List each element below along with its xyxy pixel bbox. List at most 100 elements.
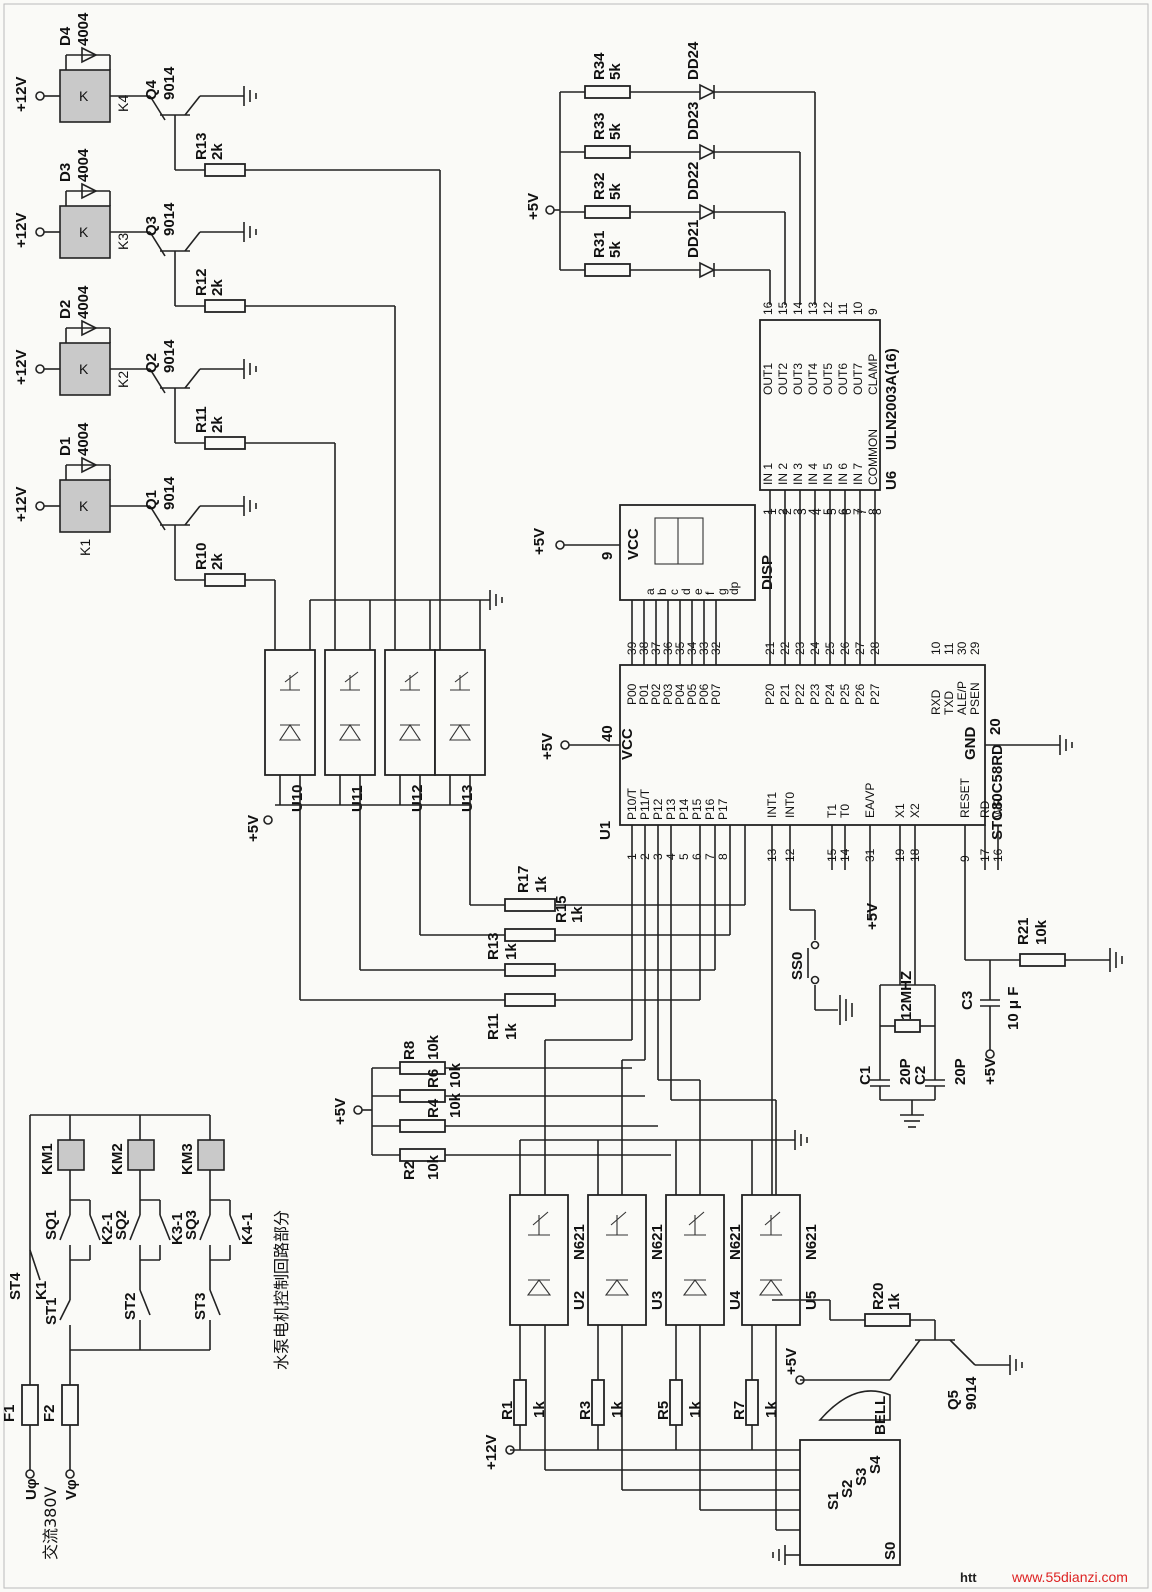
uln-input-pin: 7 (851, 508, 865, 515)
mcu-mid-pin: 18 (908, 848, 922, 862)
uln-output-label: OUT4 (806, 363, 820, 395)
opto-r-val: 1k (687, 1401, 704, 1418)
resistor-val: 5k (607, 241, 624, 258)
supply-label: +12V (13, 213, 30, 248)
crystal-freq: 12MHZ (898, 971, 915, 1020)
c2-val: 20P (952, 1058, 969, 1085)
mcu-p1-label: P14 (677, 798, 691, 820)
buzzer-r-ref: R20 (870, 1282, 887, 1310)
microcontroller: P0039P0138P0237P0336P0435P0534P0633P0732… (539, 490, 1073, 1100)
disp-segment-pin: 1 (765, 508, 779, 515)
disp-segment-label: dp (727, 581, 741, 595)
led-indicators: +5V R34 5k DD24 R33 5k DD23 R32 5k DD22 … (525, 41, 816, 305)
opto-ref: U12 (409, 784, 426, 812)
km-coil: KM1 (39, 1143, 56, 1175)
coil-ref: K2 (115, 371, 131, 388)
mcu-p1-label: P11/T (638, 788, 652, 820)
mcu-right-label: PSEN (968, 682, 982, 715)
disp-vcc: VCC (625, 528, 642, 560)
uln-output-pin: 14 (791, 301, 805, 315)
mcu-p2-label: P27 (868, 683, 882, 705)
diode-type: 4004 (75, 148, 92, 182)
motor-title: 水泵电机控制回路部分 (272, 1210, 291, 1370)
uln-input-label: IN 7 (851, 463, 865, 485)
resistor-ref: R11 (193, 406, 210, 433)
opto-supply: +5V (245, 815, 262, 842)
resistor-val: 1k (569, 906, 586, 923)
uln-output-pin: 12 (821, 301, 835, 315)
relay-stage-1: +12V K D1 4004 K1 Q1 9014 R10 2k (13, 422, 275, 587)
mcu-right-pin: 29 (968, 641, 982, 655)
c1-val: 20P (897, 1058, 914, 1085)
resistor-ref: R13 (193, 132, 210, 160)
mcu-mid-pin: 13 (765, 848, 779, 862)
output-optocouplers: U10 U11 U12 U13 +5V (245, 590, 503, 1000)
mcu-right-label: ALE/P (955, 681, 969, 715)
mcu-p1-label: P10/T (625, 787, 639, 820)
diode-type: 4004 (75, 12, 92, 46)
uln-output-pin: 11 (836, 302, 850, 315)
mcu-p2-label: P23 (808, 683, 822, 705)
relay-stage-2: +12V K D2 4004 K2 Q2 9014 R11 2k (13, 285, 335, 450)
opto-r-val: 1k (531, 1401, 548, 1418)
transistor-ref: Q1 (143, 490, 160, 510)
mcu-p1-pin: 6 (690, 853, 704, 860)
resistor-ref: R17 (515, 865, 532, 893)
mcu-mid-label: INT0 (783, 792, 797, 818)
diode-ref: D2 (57, 300, 74, 319)
disp-segment-pin: 8 (870, 508, 884, 515)
motor-control-circuit: KM1 KM2 KM3 SQ1 SQ2 S (1, 1114, 291, 1560)
uln-ref: U6 (883, 471, 900, 490)
phase-u: Uφ (23, 1478, 40, 1500)
uln-input-label: IN 1 (761, 463, 775, 485)
left-switch: ST4 (7, 1272, 24, 1300)
led-ref: DD23 (685, 102, 702, 140)
opto-r-ref: R1 (499, 1401, 516, 1420)
uln-input-label: IN 4 (806, 463, 820, 485)
opto-ref: U13 (459, 784, 476, 812)
opto-ref: U10 (289, 784, 306, 812)
km-coil: KM2 (109, 1143, 126, 1175)
opto-ref: U4 (727, 1290, 744, 1310)
mcu-ref: U1 (597, 821, 614, 840)
uln-output-label: OUT1 (761, 363, 775, 395)
transistor-ref: Q2 (143, 353, 160, 373)
mcu-p2-label: P25 (838, 683, 852, 705)
pullup-val: 10k (447, 1062, 464, 1088)
uln-input-pin: 5 (821, 508, 835, 515)
disp-segment-pin: 4 (810, 508, 824, 515)
resistor-ref: R32 (591, 172, 608, 200)
uln-input-label: COMMON (866, 429, 880, 485)
uln-output-pin: 13 (806, 301, 820, 315)
reset-c-val: 10 μ F (1005, 987, 1022, 1030)
disp-segment-label: d (679, 588, 693, 595)
mcu-p0-label: P03 (661, 683, 675, 705)
diode-type: 4004 (75, 285, 92, 319)
phase-v: Vφ (63, 1479, 80, 1500)
coil-ref: K4 (115, 95, 131, 112)
disp-segment-pin: 5 (825, 508, 839, 515)
button-ref: SS0 (789, 952, 806, 980)
opto-part: N621 (649, 1224, 666, 1260)
disp-segment-label: b (655, 588, 669, 595)
mcu-mid-label: RESET (958, 777, 972, 818)
uln-output-pin: 9 (866, 308, 880, 315)
mcu-p1-pin: 5 (677, 853, 691, 860)
mcu-mid-label: INT1 (765, 792, 779, 818)
mcu-p2-label: P26 (853, 683, 867, 705)
mcu-p2-label: P20 (763, 683, 777, 705)
relay-stage-3: +12V K D3 4004 K3 Q3 9014 R12 2k (13, 148, 395, 313)
uln-input-pin: 2 (776, 508, 790, 515)
disp-segment-label: a (643, 588, 657, 595)
mcu-p1-pin: 8 (716, 853, 730, 860)
c1-ref: C1 (857, 1066, 874, 1085)
resistor-ref: R11 (485, 1013, 502, 1040)
relay-stage-4: +12V K D4 4004 K4 Q4 9014 R13 2k (13, 12, 440, 177)
resistor-ref: R13 (485, 932, 502, 960)
opto-ref: U11 (349, 785, 366, 812)
uln-input-pin: 4 (806, 508, 820, 515)
mcu-mid-label: WR (991, 798, 1005, 818)
disp-segment-pin: 3 (795, 508, 809, 515)
buzzer-r-val: 1k (886, 1293, 903, 1310)
coil-text: K (79, 498, 89, 514)
